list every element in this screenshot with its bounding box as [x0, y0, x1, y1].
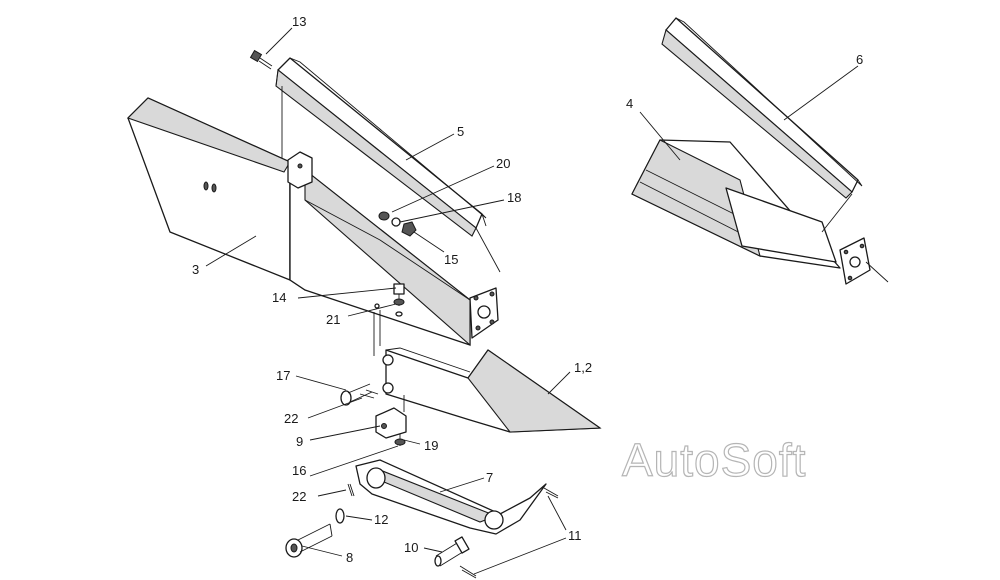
part-22-split-pin-upper	[359, 393, 375, 399]
part-11-cotter-pins	[459, 487, 559, 579]
callout-22-lower: 22	[292, 489, 306, 504]
callout-7: 7	[486, 470, 493, 485]
callout-6: 6	[856, 52, 863, 67]
part-7-lever-arm	[355, 459, 547, 535]
callout-14: 14	[272, 290, 286, 305]
part-5-channel-cover	[275, 57, 487, 237]
callout-4: 4	[626, 96, 633, 111]
parts-20-18-15-fasteners	[378, 211, 417, 237]
parts-14-21-bolt-washer	[374, 283, 405, 317]
right-bracket-plate	[839, 237, 871, 285]
part-6-upper-channel	[661, 17, 863, 199]
assembly-guide-lines	[281, 86, 501, 412]
part-22-split-pin-lower	[347, 483, 355, 497]
callout-18: 18	[507, 190, 521, 205]
part-13-bolt	[249, 49, 273, 70]
callout-1-2: 1,2	[574, 360, 592, 375]
part-4-lower-divider	[631, 139, 841, 269]
part-8-pin	[285, 523, 333, 558]
callout-15: 15	[444, 252, 458, 267]
callout-19: 19	[424, 438, 438, 453]
watermark: AutoSoft	[622, 434, 806, 486]
part-12-ring	[335, 508, 345, 524]
callout-13: 13	[292, 14, 306, 29]
leader-lines	[205, 27, 859, 575]
callout-21: 21	[326, 312, 340, 327]
callout-8: 8	[346, 550, 353, 565]
callout-10: 10	[404, 540, 418, 555]
callout-11: 11	[568, 528, 582, 543]
callout-12: 12	[374, 512, 388, 527]
part-3-side-shield	[126, 97, 306, 291]
callout-5: 5	[457, 124, 464, 139]
part-9-bracket	[375, 407, 407, 446]
callout-17: 17	[276, 368, 290, 383]
callout-16: 16	[292, 463, 306, 478]
part-17-pin	[340, 383, 379, 406]
divider-frame-body	[287, 151, 499, 347]
part-10-pin	[434, 536, 470, 567]
right-guide-lines	[821, 193, 889, 283]
callout-20: 20	[496, 156, 510, 171]
callout-3: 3	[192, 262, 199, 277]
part-1-2-divider-point	[382, 347, 602, 433]
callout-9: 9	[296, 434, 303, 449]
callout-labels: 13 5 20 18 15 3 14 21 1,2 17 22 9 19 16 …	[192, 14, 863, 565]
callout-22-upper: 22	[284, 411, 298, 426]
